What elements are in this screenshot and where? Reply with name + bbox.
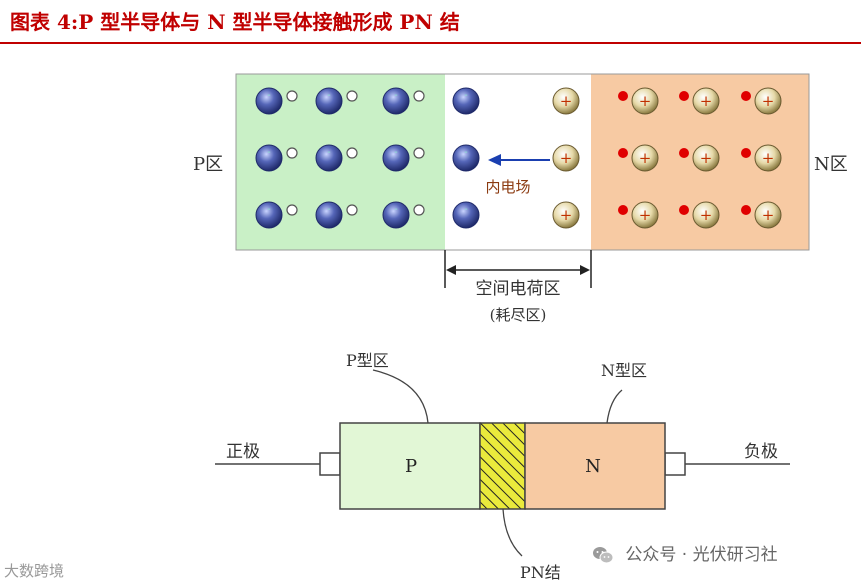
negative-ion-sign: - — [267, 204, 270, 215]
free-electron — [618, 148, 628, 158]
p-block-label: P — [405, 456, 417, 477]
positive-ion — [754, 201, 782, 229]
positive-ion — [552, 87, 580, 115]
positive-ion-sign: + — [762, 149, 775, 167]
negative-electrode-label: 负极 — [744, 442, 778, 462]
negative-ion-sign: - — [327, 147, 330, 158]
negative-ion — [315, 87, 343, 115]
negative-ion-sign: - — [394, 147, 397, 158]
watermark: 大数跨境 — [4, 560, 64, 581]
free-electron — [679, 91, 689, 101]
negative-ion-sign: - — [267, 90, 270, 101]
positive-ion-sign: + — [639, 206, 652, 224]
space-charge-label: 空间电荷区 — [476, 279, 561, 299]
free-electron — [741, 148, 751, 158]
positive-ion-sign: + — [700, 149, 713, 167]
watermark-text: 大数跨境 — [4, 562, 65, 580]
n-block-label: N — [585, 456, 601, 477]
positive-ion — [631, 201, 659, 229]
positive-ion-sign: + — [560, 149, 573, 167]
junction-label: PN结 — [520, 563, 561, 582]
p-type-label: P型区 — [346, 351, 389, 370]
negative-ion — [382, 87, 410, 115]
free-electron — [618, 91, 628, 101]
positive-ion — [692, 144, 720, 172]
hole — [346, 204, 358, 216]
n-type-label: N型区 — [601, 361, 647, 380]
hole — [413, 204, 425, 216]
hole — [286, 204, 298, 216]
ion-grid: - - - - + + + + - - - - + + + + - - - - + + + + — [255, 87, 782, 229]
source-credit: 公众号 · 光伏研习社 — [592, 540, 778, 565]
negative-ion-sign: - — [327, 204, 330, 215]
positive-ion — [552, 144, 580, 172]
hole — [413, 147, 425, 159]
negative-ion — [382, 144, 410, 172]
depletion-label: (耗尽区) — [490, 306, 547, 324]
p-region-label: P区 — [193, 154, 223, 175]
positive-ion-sign: + — [700, 206, 713, 224]
figure-title: 图表 4:P 型半导体与 N 型半导体接触形成 PN 结 — [10, 10, 460, 34]
hole — [346, 90, 358, 102]
negative-ion — [255, 144, 283, 172]
free-electron — [741, 205, 751, 215]
negative-ion — [255, 201, 283, 229]
positive-ion-sign: + — [762, 206, 775, 224]
positive-electrode-label: 正极 — [226, 442, 260, 462]
n-region-label: N区 — [814, 154, 848, 175]
positive-ion — [692, 201, 720, 229]
negative-ion-sign: - — [267, 147, 270, 158]
negative-ion — [315, 201, 343, 229]
negative-ion-sign: - — [327, 90, 330, 101]
positive-ion-sign: + — [560, 206, 573, 224]
free-electron — [618, 205, 628, 215]
negative-ion-sign: - — [394, 90, 397, 101]
free-electron — [741, 91, 751, 101]
p-block — [339, 422, 481, 510]
positive-ion — [754, 87, 782, 115]
right-terminal — [664, 452, 686, 476]
n-type-callout — [606, 389, 623, 424]
junction-callout — [502, 508, 523, 557]
hole — [286, 147, 298, 159]
field-label: 内电场 — [485, 178, 530, 196]
negative-ion-sign: - — [464, 204, 467, 215]
positive-ion — [631, 144, 659, 172]
negative-ion-sign: - — [464, 90, 467, 101]
free-electron — [679, 148, 689, 158]
hole — [286, 90, 298, 102]
positive-ion — [552, 201, 580, 229]
negative-ion-sign: - — [394, 204, 397, 215]
field-arrow-head — [488, 154, 501, 166]
positive-ion-sign: + — [762, 92, 775, 110]
positive-ion-sign: + — [560, 92, 573, 110]
pn-junction-block — [479, 422, 526, 510]
negative-ion — [382, 201, 410, 229]
positive-ion-sign: + — [639, 149, 652, 167]
negative-ion — [315, 144, 343, 172]
free-electron — [679, 205, 689, 215]
wechat-icon — [593, 547, 614, 564]
source-text: 公众号 · 光伏研习社 — [625, 545, 778, 565]
positive-ion-sign: + — [700, 92, 713, 110]
negative-ion — [452, 87, 480, 115]
n-block — [524, 422, 666, 510]
positive-ion-sign: + — [639, 92, 652, 110]
positive-ion — [692, 87, 720, 115]
positive-ion — [631, 87, 659, 115]
hole — [346, 147, 358, 159]
negative-ion — [452, 201, 480, 229]
negative-ion — [255, 87, 283, 115]
negative-ion — [452, 144, 480, 172]
left-terminal — [319, 452, 341, 476]
title-divider — [0, 42, 861, 44]
p-type-callout — [372, 369, 429, 424]
hole — [413, 90, 425, 102]
positive-ion — [754, 144, 782, 172]
negative-ion-sign: - — [464, 147, 467, 158]
